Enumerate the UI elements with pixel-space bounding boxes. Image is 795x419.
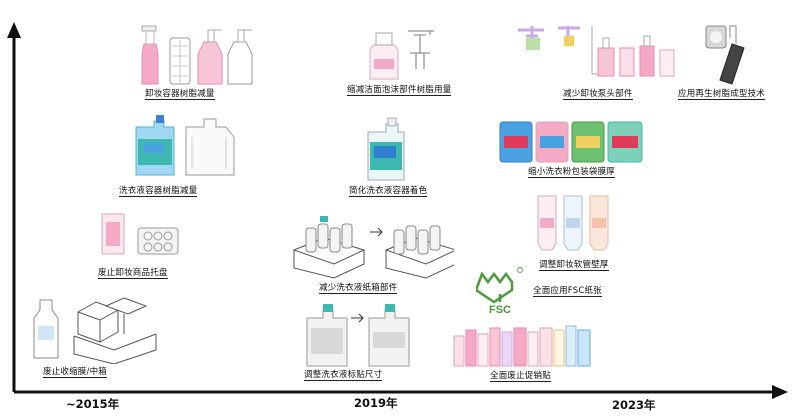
cleansing-oil-bottles-icon <box>136 22 271 88</box>
shrink-film-carton-icon <box>30 292 158 364</box>
label-tube-wall-thickness: 调整卸妆软管壁厚 <box>539 260 609 271</box>
year-label-2023: 2023年 <box>612 398 656 412</box>
label-reduce-pump-parts: 减少卸妆泵头部件 <box>563 89 633 100</box>
pump-head-icon <box>512 20 688 84</box>
label-reduce-carton-parts: 减少洗衣液纸箱部件 <box>319 283 398 294</box>
simplified-color-bottle-icon <box>360 114 416 184</box>
label-cleansing-container-resin: 卸妆容器树脂减量 <box>145 89 215 100</box>
product-lineup-icon <box>450 320 602 368</box>
soft-tubes-icon <box>534 194 614 252</box>
fsc-logo-icon: FSC <box>476 266 524 316</box>
label-thinner-powder-bags: 缩小洗衣粉包装袋膜厚 <box>528 167 616 178</box>
product-tray-icon <box>100 212 180 258</box>
x-axis-arrow <box>772 385 788 399</box>
recycled-resin-icon <box>700 20 750 86</box>
label-abolish-tray: 废止卸妆商品托盘 <box>98 268 168 279</box>
label-recycled-resin: 应用再生树脂成型技术 <box>678 89 766 100</box>
label-simplified-coloring: 简化洗衣液容器着色 <box>349 186 428 197</box>
year-label-2019: 2019年 <box>354 396 398 410</box>
label-fsc-paper: 全面应用FSC纸张 <box>533 286 602 297</box>
year-label-2015: ~2015年 <box>66 397 120 411</box>
label-laundry-container-resin: 洗衣液容器树脂减量 <box>119 186 198 197</box>
label-size-bottles-icon <box>303 302 415 368</box>
label-abolish-shrink-film: 废止收缩膜/中箱 <box>43 367 107 378</box>
label-foam-resin: 缩减洁面泡沫部件树脂用量 <box>347 85 452 96</box>
label-adjust-label-size: 调整洗衣液标贴尺寸 <box>304 370 383 381</box>
laundry-detergent-bottle-icon <box>130 111 245 179</box>
fsc-logo-text: FSC <box>489 304 511 316</box>
carton-parts-icon <box>290 210 454 280</box>
foam-pump-bottle-icon <box>364 25 444 85</box>
label-abolish-promo-stickers: 全面废止促销贴 <box>490 371 551 382</box>
y-axis-arrow <box>7 22 21 38</box>
powder-bags-icon <box>498 120 646 164</box>
